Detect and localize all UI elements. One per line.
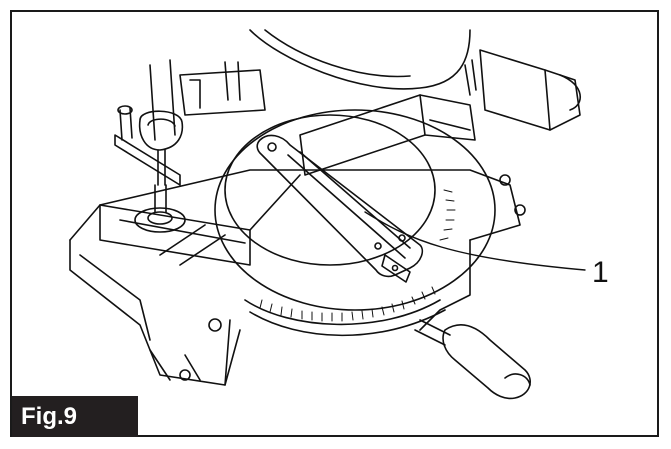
saw-base <box>69 169 526 386</box>
callout-leader-line <box>364 211 586 271</box>
kerf-board <box>256 134 424 283</box>
miter-scale <box>259 189 456 322</box>
figure-label: Fig.9 <box>12 396 138 437</box>
clamp-knob <box>114 105 186 233</box>
right-fence <box>299 94 476 176</box>
callout-number-1: 1 <box>592 256 609 289</box>
grip-handle <box>414 319 531 400</box>
saw-head <box>149 29 471 141</box>
figure-frame <box>10 10 659 437</box>
vise-clamp <box>464 49 581 131</box>
left-fence <box>99 174 301 266</box>
